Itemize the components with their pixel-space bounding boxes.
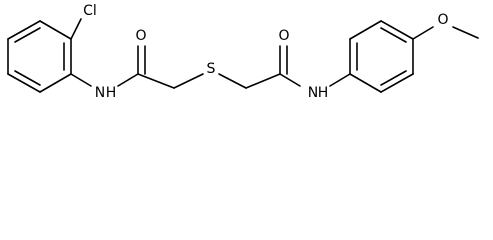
amide-nitrogen-left: N (95, 85, 105, 101)
s-ch2-bond-right (218, 73, 247, 89)
ch2-carbonyl-bond-right (245, 73, 281, 89)
amide-hydrogen-left: H (106, 85, 117, 101)
methoxyphenyl-ring (349, 20, 414, 93)
n-carbonyl-bond-left (117, 73, 139, 87)
sulfur-atom: S (207, 61, 216, 77)
n-ring-bond-right (329, 73, 351, 87)
ring-o-bond (412, 26, 434, 40)
carbonyl-n-bond-right (279, 73, 301, 87)
amide-oxygen-right: O (278, 28, 289, 44)
ring-n-bond-left (70, 73, 92, 87)
molecule-structure: Cl N H O S O N H O (7, 3, 479, 101)
ch2-s-bond-left (173, 73, 204, 89)
ether-oxygen: O (437, 12, 448, 28)
carbonyl-ch2-bond-left (137, 73, 175, 89)
chlorine-atom: Cl (83, 3, 97, 19)
o-methyl-bond (452, 26, 479, 39)
amide-hydrogen-right: H (318, 85, 329, 101)
amide-nitrogen-right: N (308, 85, 318, 101)
chlorophenyl-ring (7, 20, 72, 93)
c-cl-bond (70, 18, 82, 40)
amide-oxygen-left: O (135, 28, 146, 44)
